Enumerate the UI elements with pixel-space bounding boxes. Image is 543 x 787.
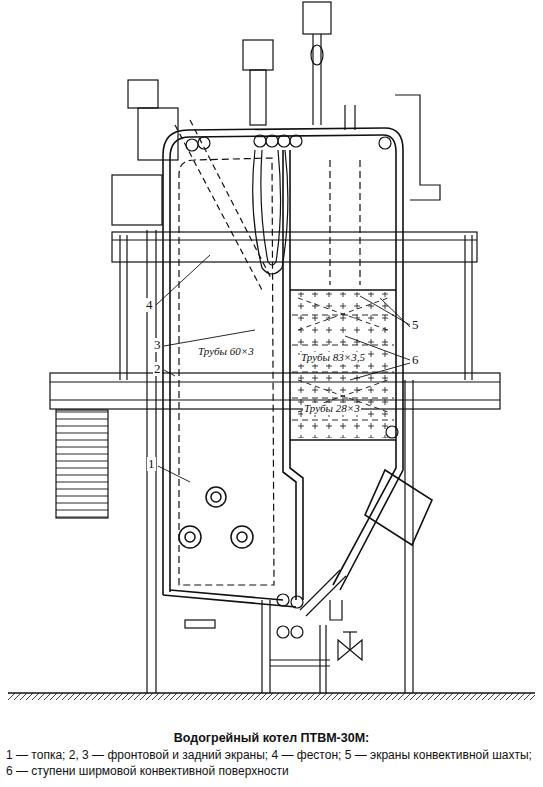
- callout-number: 5: [411, 318, 420, 332]
- bottom-piping: [185, 570, 362, 693]
- ground: [8, 693, 535, 700]
- support-columns: [120, 230, 472, 693]
- tube-size-label: Трубы 83×3,5: [300, 352, 366, 364]
- figure-title: Водогрейный котел ПТВМ-30М:: [0, 731, 543, 745]
- festoon: [253, 150, 288, 274]
- top-equipment: [112, 2, 440, 290]
- staircase: [56, 410, 108, 518]
- burners: [179, 487, 253, 548]
- callout-number: 4: [145, 298, 154, 312]
- callout-number: 1: [147, 457, 156, 471]
- tube-size-label: Трубы 60×3: [197, 346, 255, 358]
- callout-number: 6: [411, 353, 420, 367]
- tube-size-label: Трубы 28×3: [303, 403, 361, 415]
- figure-caption: 1 — топка; 2, 3 — фронтовой и задний экр…: [6, 748, 537, 779]
- convective-bank: [292, 292, 394, 438]
- collectors: [186, 135, 398, 638]
- leader-lines: [156, 255, 410, 482]
- callout-number: 3: [153, 338, 162, 352]
- platforms: [50, 232, 500, 409]
- boiler-casing: [163, 128, 432, 607]
- callout-number: 2: [153, 362, 162, 376]
